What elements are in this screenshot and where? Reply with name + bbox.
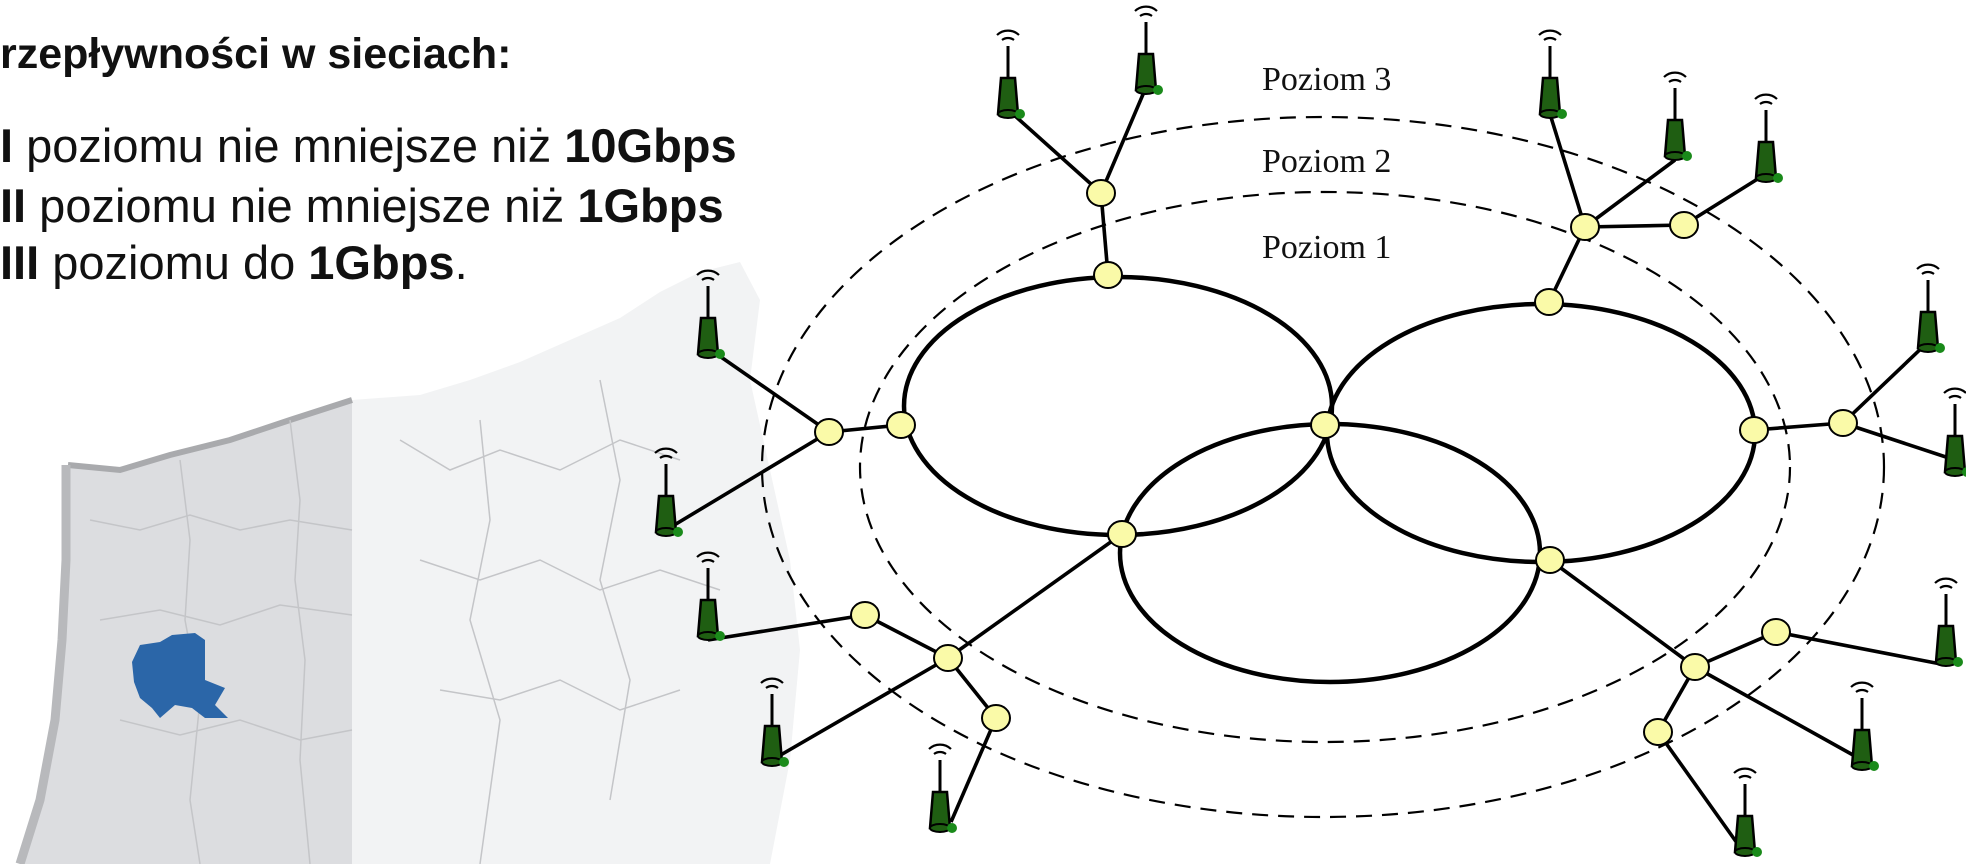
- level-1-label: Poziom 1: [1262, 229, 1391, 266]
- core-ring-bottom: [1117, 421, 1543, 685]
- requirement-text: poziomu nie mniejsze niż: [13, 119, 565, 172]
- level-2-node: [1680, 653, 1710, 681]
- antenna-tower-icon: [1537, 29, 1569, 121]
- level-2-node: [814, 418, 844, 446]
- antenna-tower-icon: [1942, 387, 1966, 479]
- antenna-tower-icon: [1662, 71, 1694, 163]
- bandwidth-value: 1Gbps: [577, 179, 724, 232]
- level-2-boundary: [858, 190, 1792, 744]
- level-2-node: [981, 704, 1011, 732]
- network-links: [665, 91, 1956, 852]
- map-light-region: [352, 262, 800, 864]
- level-numeral: II: [0, 179, 27, 232]
- bandwidth-value: 10Gbps: [564, 119, 737, 172]
- core-ring-right: [1324, 301, 1758, 565]
- antenna-tower-icon: [1753, 93, 1785, 185]
- antenna-towers: [653, 5, 1966, 859]
- map-coast: [67, 397, 353, 474]
- level-2-node: [933, 644, 963, 672]
- level-numeral: III: [0, 236, 40, 289]
- antenna-tower-icon: [1933, 577, 1965, 669]
- requirement-text: poziomu nie mniejsze niż: [26, 179, 578, 232]
- requirement-level-3: III poziomu do 1Gbps.: [0, 235, 468, 290]
- level-numeral: I: [0, 119, 14, 172]
- antenna-tower-icon: [695, 269, 727, 361]
- antenna-tower-icon: [1915, 263, 1947, 355]
- core-node-bottom-left: [1107, 520, 1137, 548]
- core-node-right: [1739, 416, 1769, 444]
- requirement-level-1: I poziomu nie mniejsze niż 10Gbps: [0, 118, 737, 173]
- antenna-tower-icon: [995, 29, 1027, 121]
- level-2-node: [1643, 718, 1673, 746]
- core-node-top-left: [1093, 261, 1123, 289]
- map-highlighted-area: [132, 633, 228, 718]
- requirement-end: .: [454, 236, 468, 289]
- core-node-left: [886, 411, 916, 439]
- antenna-tower-icon: [695, 551, 727, 643]
- antenna-tower-icon: [1732, 767, 1764, 859]
- map-border: [15, 465, 71, 864]
- map-region: [20, 400, 352, 864]
- antenna-tower-icon: [1133, 5, 1165, 97]
- core-node-center: [1310, 411, 1340, 439]
- level-2-node: [1570, 213, 1600, 241]
- level-2-node: [1828, 409, 1858, 437]
- level-3-label: Poziom 3: [1262, 61, 1391, 98]
- core-node-bottom-right: [1535, 546, 1565, 574]
- level-2-node: [1761, 618, 1791, 646]
- requirement-level-2: II poziomu nie mniejsze niż 1Gbps: [0, 178, 724, 233]
- antenna-tower-icon: [1849, 681, 1881, 773]
- level-2-node: [1669, 211, 1699, 239]
- map-internal-borders: [89, 379, 721, 864]
- requirement-text: poziomu do: [39, 236, 309, 289]
- core-node-top-right: [1534, 288, 1564, 316]
- heading: rzepływności w sieciach:: [0, 30, 512, 78]
- level-2-node: [1086, 179, 1116, 207]
- level-2-node: [850, 601, 880, 629]
- core-ring-left: [901, 274, 1335, 538]
- level-3-boundary: [760, 115, 1886, 819]
- level-2-label: Poziom 2: [1262, 143, 1391, 180]
- bandwidth-value: 1Gbps: [308, 236, 455, 289]
